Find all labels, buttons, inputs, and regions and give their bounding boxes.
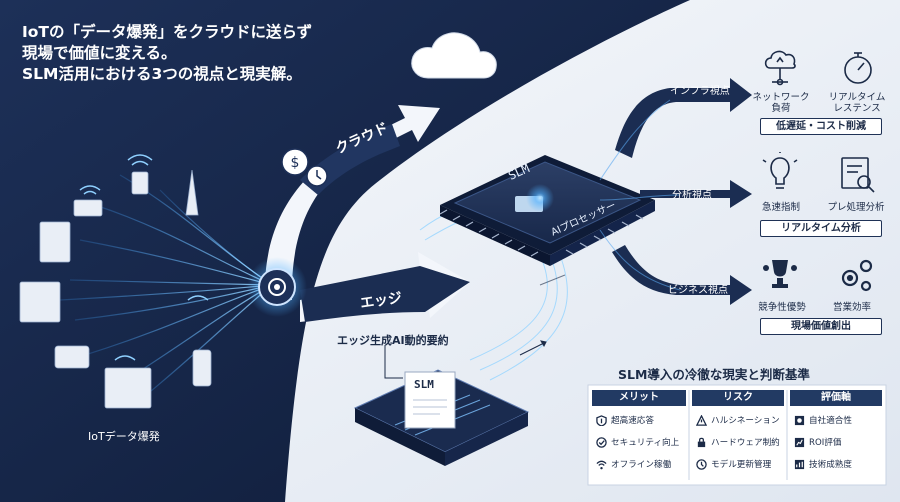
judgment-cell: 技術成熟度 (794, 454, 852, 474)
header-merit: メリット (592, 390, 686, 406)
judgment-title: SLM導入の冷徹な現実と判断基準 (618, 367, 810, 382)
iot-data-label: IoTデータ爆発 (88, 430, 160, 443)
target-icon (794, 415, 805, 425)
stopwatch-icon (844, 52, 872, 84)
analysis-icon-1-label: 急速指制 (761, 202, 800, 213)
judgment-cell-text: 超高速応答 (611, 416, 654, 426)
wifi-icon (596, 460, 607, 469)
judgment-cell-text: ROI評価 (809, 438, 842, 448)
perspective-business-label: ビジネス視点 (668, 285, 728, 296)
check-shield-icon (596, 436, 607, 448)
gears-icon (841, 259, 873, 292)
judgment-cell: ROI評価 (794, 432, 841, 452)
business-icon-1-label: 競争性優勢 (758, 302, 806, 313)
cloud-network-icon (764, 50, 796, 86)
judgment-cell: 超高速応答 (596, 410, 654, 430)
judgment-cell-text: 技術成熟度 (809, 460, 852, 470)
business-icons (763, 259, 873, 292)
edge-doc-text: SLM (414, 378, 434, 391)
infra-icon-2-label: リアルタイム レステンス (828, 92, 886, 114)
judgment-cell-text: セキュリティ向上 (611, 438, 680, 448)
header-criteria: 評価軸 (790, 390, 882, 406)
perspective-infra-label: インフラ視点 (670, 86, 730, 97)
judgment-cell-text: モデル更新管理 (711, 460, 772, 470)
analysis-icon-2-label: プレ処理分析 (827, 202, 885, 213)
judgment-cell: モデル更新管理 (696, 454, 771, 474)
trophy-people-icon (763, 260, 797, 288)
headline-line-2: 現場で価値に変える。 (22, 44, 177, 62)
infra-icons (764, 50, 872, 86)
chip (439, 155, 655, 266)
header-risk: リスク (692, 390, 784, 406)
headline-line-3: SLM活用における3つの視点と現実解。 (22, 65, 302, 83)
tech-bars-icon (794, 459, 805, 469)
clock-icon (306, 165, 328, 187)
cost-icon: $ (281, 148, 309, 176)
lock-icon (697, 437, 706, 447)
roi-chart-icon (794, 437, 805, 447)
iot-devices (19, 169, 212, 409)
judgment-cell-text: オフライン稼働 (611, 460, 672, 470)
cloud-icon (411, 32, 497, 79)
perspective-analysis-label: 分析視点 (672, 190, 712, 201)
chart-magnifier-icon (841, 157, 875, 193)
infra-result-box: 低遅延・コスト削減 (760, 118, 882, 135)
analysis-result-box: リアルタイム分析 (760, 220, 882, 237)
svg-text:$: $ (291, 155, 300, 171)
business-icon-2-label: 営業効率 (832, 302, 871, 313)
update-icon (696, 458, 707, 470)
headline: IoTの「データ爆発」をクラウドに送らず 現場で価値に変える。 SLM活用におけ… (22, 22, 312, 85)
judgment-cell: 自社適合性 (794, 410, 852, 430)
judgment-cell: ハードウェア制約 (696, 432, 780, 452)
judgment-cell-text: ハルシネーション (711, 416, 780, 426)
judgment-cell: セキュリティ向上 (596, 432, 679, 452)
infra-icon-1-label: ネットワーク 負荷 (752, 92, 810, 114)
edge-summary-caption: エッジ生成AI動的要約 (337, 334, 449, 347)
judgment-cell: オフライン稼働 (596, 454, 671, 474)
headline-line-1: IoTの「データ爆発」をクラウドに送らず (22, 23, 313, 41)
judgment-cell-text: 自社適合性 (809, 416, 852, 426)
edge-device (353, 369, 530, 466)
lightbulb-icon (762, 152, 798, 189)
business-result-box: 現場価値創出 (760, 318, 882, 335)
analysis-icons (762, 152, 875, 193)
judgment-cell: ハルシネーション (696, 410, 780, 430)
shield-icon (596, 414, 607, 426)
warning-icon (696, 414, 707, 426)
judgment-cell-text: ハードウェア制約 (711, 438, 780, 448)
